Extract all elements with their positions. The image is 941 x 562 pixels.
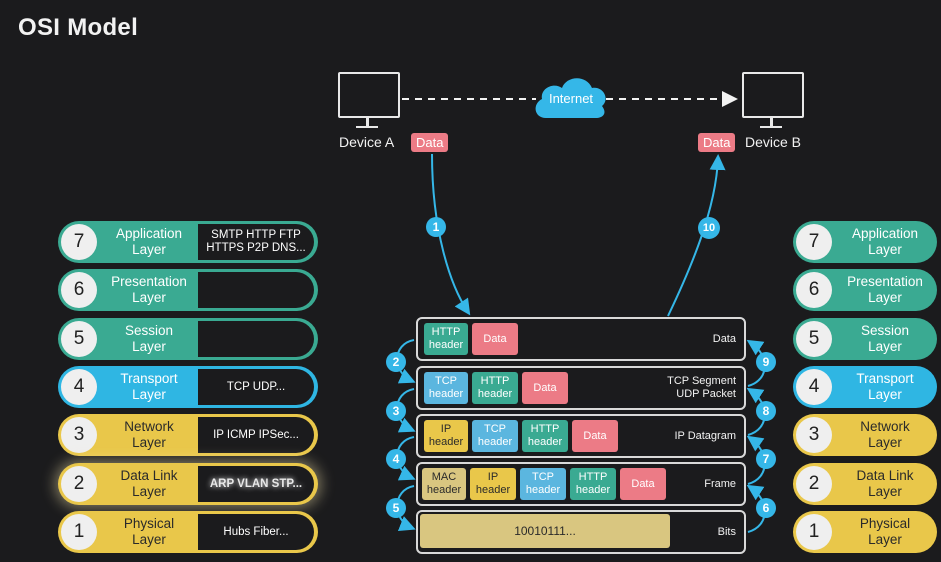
layer-name: Physical Layer <box>859 516 911 547</box>
ip-header-cell: IP header <box>424 420 468 452</box>
layer-name: Physical Layer <box>123 516 175 547</box>
layer-name: Data Link Layer <box>120 468 178 499</box>
left-layer-6: 6 Presentation Layer <box>58 269 318 311</box>
layer-number: 6 <box>61 272 97 308</box>
layer-name: Network Layer <box>124 419 174 450</box>
device-b-data: Data <box>698 133 736 152</box>
tcp-header-cell: TCP header <box>424 372 468 404</box>
tcp-header-cell: TCP header <box>472 420 518 452</box>
layer-number: 5 <box>796 321 832 357</box>
layer-number: 3 <box>796 417 832 453</box>
pdu-label: IP Datagram <box>674 429 736 442</box>
http-header-cell: HTTP header <box>424 323 468 355</box>
left-layer-5: 5 Session Layer <box>58 318 318 360</box>
layer-name: Presentation Layer <box>111 274 187 305</box>
step-badge-6: 6 <box>756 498 776 518</box>
step-badge-5: 5 <box>386 498 406 518</box>
device-b-label: Device B <box>745 134 802 150</box>
left-layer-4: 4 Transport Layer TCP UDP... <box>58 366 318 408</box>
tcp-header-cell: TCP header <box>520 468 566 500</box>
layer-name: Data Link Layer <box>856 468 914 499</box>
pdu-bits: 10010111... Bits <box>416 510 746 554</box>
pdu-data: HTTP header Data Data <box>416 317 746 361</box>
layer-number: 5 <box>61 321 97 357</box>
left-layer-7: 7 Application Layer SMTP HTTP FTP HTTPS … <box>58 221 318 263</box>
left-layer-3: 3 Network Layer IP ICMP IPSec... <box>58 414 318 456</box>
ip-header-cell: IP header <box>470 468 516 500</box>
step-badge-2: 2 <box>386 352 406 372</box>
layer-number: 4 <box>796 369 832 405</box>
left-layer-2: 2 Data Link Layer ARP VLAN STP... <box>58 463 318 505</box>
layer-protocols: Hubs Fiber... <box>198 514 314 550</box>
device-a-label: Device A <box>339 134 395 150</box>
arrow-down <box>431 153 471 316</box>
pdu-segment: TCP header HTTP header Data TCP Segment … <box>416 366 746 410</box>
layer-name: Network Layer <box>860 419 910 450</box>
layer-protocols <box>198 272 314 308</box>
http-header-cell: HTTP header <box>472 372 518 404</box>
layer-number: 1 <box>61 514 97 550</box>
right-layer-7: 7 Application Layer <box>793 221 937 263</box>
http-header-cell: HTTP header <box>522 420 568 452</box>
step-badge-10: 10 <box>698 217 720 239</box>
layer-number: 1 <box>796 514 832 550</box>
pdu-label: Frame <box>704 477 736 490</box>
layer-number: 7 <box>796 224 832 260</box>
data-cell: Data <box>620 468 666 500</box>
http-header-cell: HTTP header <box>570 468 616 500</box>
pdu-label: TCP Segment UDP Packet <box>667 375 736 400</box>
layer-name: Session Layer <box>124 323 174 354</box>
layer-number: 7 <box>61 224 97 260</box>
device-a-data: Data <box>411 133 449 152</box>
data-cell: Data <box>522 372 568 404</box>
device-b-monitor-icon <box>742 72 804 128</box>
layer-protocols: TCP UDP... <box>198 369 314 405</box>
right-layer-2: 2 Data Link Layer <box>793 463 937 505</box>
right-layer-6: 6 Presentation Layer <box>793 269 937 311</box>
right-layer-4: 4 Transport Layer <box>793 366 937 408</box>
step-badge-1: 1 <box>426 217 446 237</box>
layer-name: Session Layer <box>860 323 910 354</box>
layer-protocols <box>198 321 314 357</box>
right-layer-5: 5 Session Layer <box>793 318 937 360</box>
pdu-label: Bits <box>717 525 736 538</box>
device-a-monitor-icon <box>338 72 400 128</box>
pdu-label: Data <box>712 332 736 345</box>
pdu-frame: MAC header IP header TCP header HTTP hea… <box>416 462 746 506</box>
layer-number: 2 <box>61 466 97 502</box>
step-badge-4: 4 <box>386 449 406 469</box>
step-badge-7: 7 <box>756 449 776 469</box>
layer-number: 6 <box>796 272 832 308</box>
arrow-up <box>667 154 726 317</box>
layer-protocols: SMTP HTTP FTP HTTPS P2P DNS... <box>198 224 314 260</box>
step-badge-9: 9 <box>756 352 776 372</box>
mac-header-cell: MAC header <box>422 468 466 500</box>
layer-protocols: IP ICMP IPSec... <box>198 417 314 453</box>
page-title: OSI Model <box>18 14 139 41</box>
right-layer-3: 3 Network Layer <box>793 414 937 456</box>
layer-name: Transport Layer <box>856 371 914 402</box>
layer-protocols: ARP VLAN STP... <box>198 466 314 502</box>
layer-number: 4 <box>61 369 97 405</box>
cloud-label: Internet <box>548 91 594 106</box>
data-cell: Data <box>472 323 518 355</box>
left-layer-1: 1 Physical Layer Hubs Fiber... <box>58 511 318 553</box>
layer-name: Presentation Layer <box>847 274 923 305</box>
layer-number: 3 <box>61 417 97 453</box>
layer-name: Application Layer <box>115 226 183 257</box>
step-badge-8: 8 <box>756 401 776 421</box>
layer-name: Transport Layer <box>120 371 178 402</box>
data-cell: Data <box>572 420 618 452</box>
cloud-icon <box>535 78 606 118</box>
layer-number: 2 <box>796 466 832 502</box>
right-layer-1: 1 Physical Layer <box>793 511 937 553</box>
layer-name: Application Layer <box>851 226 919 257</box>
step-badge-3: 3 <box>386 401 406 421</box>
pdu-datagram: IP header TCP header HTTP header Data IP… <box>416 414 746 458</box>
bits-cell: 10010111... <box>420 514 670 548</box>
